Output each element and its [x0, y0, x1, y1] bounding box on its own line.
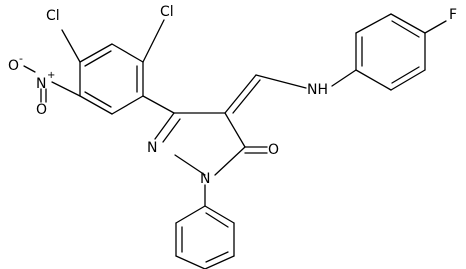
bond-c-cl-left — [61, 29, 81, 63]
bond — [175, 255, 206, 269]
bond-nh-aryl — [331, 69, 357, 87]
bond-c-f — [424, 20, 447, 34]
bond — [355, 13, 392, 34]
bond-aryl-pyrazole — [142, 95, 175, 114]
bond — [204, 255, 235, 269]
bond — [79, 95, 113, 115]
bond — [154, 112, 175, 140]
bond — [175, 205, 206, 224]
bond — [174, 154, 206, 176]
bond — [224, 112, 246, 148]
double-bond-inner — [84, 91, 112, 108]
atom-pyrazole-n2: N — [147, 140, 157, 156]
bond-methylidene — [224, 74, 257, 114]
bond — [214, 146, 246, 176]
dichloronitrophenyl-ring — [79, 43, 144, 115]
bond-ch-nh — [255, 74, 307, 89]
atom-cl-left: Cl — [46, 8, 60, 24]
bond-c-nitro — [51, 81, 81, 97]
bond — [204, 205, 235, 224]
bond — [79, 43, 113, 63]
atom-nitro-o-left-minus: - — [19, 52, 23, 65]
atom-nitro-plus: + — [47, 70, 55, 81]
bond — [355, 69, 392, 91]
n-phenyl-ring — [175, 205, 235, 269]
bond — [390, 69, 426, 91]
atom-fluorine: F — [449, 7, 457, 23]
double-bond-inner — [391, 66, 420, 84]
atom-nitro-o-left: O — [8, 58, 19, 74]
atom-carbonyl-o: O — [268, 142, 279, 158]
bond — [111, 43, 144, 63]
bond-n-o-left — [23, 65, 36, 73]
atom-nitro-o-bottom: O — [36, 102, 47, 118]
bond-c-cl-top — [142, 19, 165, 63]
atom-amine: NH — [307, 82, 328, 98]
pyrazolone-ring — [154, 112, 246, 176]
bond — [111, 95, 144, 115]
double-bond-inner — [162, 118, 181, 143]
double-bond-inner — [205, 212, 229, 228]
atom-nitro-n: N — [36, 76, 46, 92]
bond-methylidene-double — [232, 79, 261, 114]
double-bond-inner — [391, 20, 420, 38]
double-bond-inner — [84, 50, 112, 67]
double-bond-inner — [205, 251, 229, 263]
fluorophenyl-ring — [355, 13, 426, 91]
atom-cl-top: Cl — [160, 4, 174, 20]
bond — [390, 13, 426, 34]
atom-pyrazole-n1: N — [200, 171, 210, 187]
